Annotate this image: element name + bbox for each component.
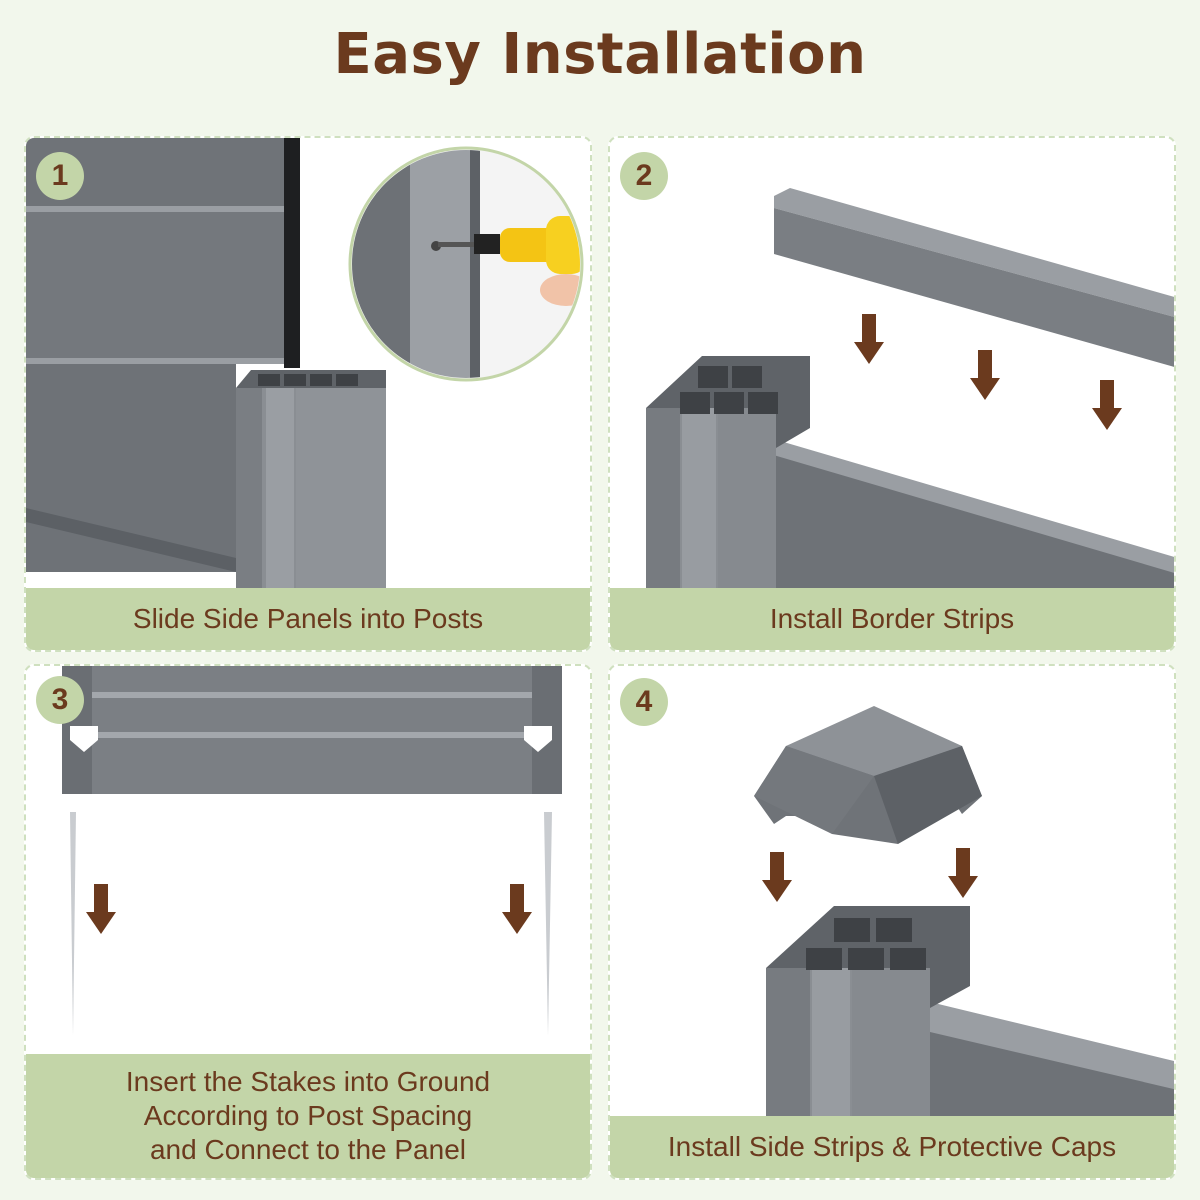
step-3-panel: 3 Insert the Stakes into Ground Accordin…	[24, 664, 592, 1180]
border-strip-image	[774, 188, 1174, 367]
step-caption: Install Side Strips & Protective Caps	[610, 1116, 1174, 1178]
step-number-badge: 2	[620, 152, 668, 200]
step-caption-line: According to Post Spacing	[143, 1100, 473, 1131]
post-image	[646, 356, 810, 592]
step-caption-line: Install Border Strips	[769, 603, 1015, 634]
page-title: Easy Installation	[333, 22, 867, 87]
screwdriver-icon	[348, 146, 584, 382]
step-3-illustration	[62, 666, 562, 1036]
step-caption: Install Border Strips	[610, 588, 1174, 650]
step-2-panel: 2 Install Border Strips	[608, 136, 1176, 652]
step-4-illustration	[754, 706, 1174, 1120]
down-arrow-icon	[854, 314, 1122, 430]
step-caption-line: Install Side Strips & Protective Caps	[667, 1131, 1117, 1162]
step-number-badge: 3	[36, 676, 84, 724]
step-caption-line: Slide Side Panels into Posts	[132, 603, 484, 634]
step-caption-line: Insert the Stakes into Ground	[125, 1066, 491, 1097]
step-caption: Insert the Stakes into Ground According …	[26, 1054, 590, 1178]
post-image	[236, 370, 386, 592]
down-arrow-icon	[86, 884, 532, 934]
stake-image	[70, 812, 552, 1036]
step-1-illustration	[26, 138, 584, 592]
step-caption: Slide Side Panels into Posts	[26, 588, 590, 650]
down-arrow-icon	[762, 848, 978, 902]
step-1-panel: 1 Slide Side Panels into Posts	[24, 136, 592, 652]
panel-image	[62, 666, 562, 794]
step-number-badge: 4	[620, 678, 668, 726]
step-4-panel: 4 Install Side Strips & Protective Caps	[608, 664, 1176, 1180]
step-number-badge: 1	[36, 152, 84, 200]
post-image	[766, 906, 970, 1120]
panel-image	[26, 138, 300, 572]
step-2-illustration	[646, 188, 1174, 592]
step-caption-line: and Connect to the Panel	[149, 1134, 466, 1165]
post-cap-image	[754, 706, 982, 844]
